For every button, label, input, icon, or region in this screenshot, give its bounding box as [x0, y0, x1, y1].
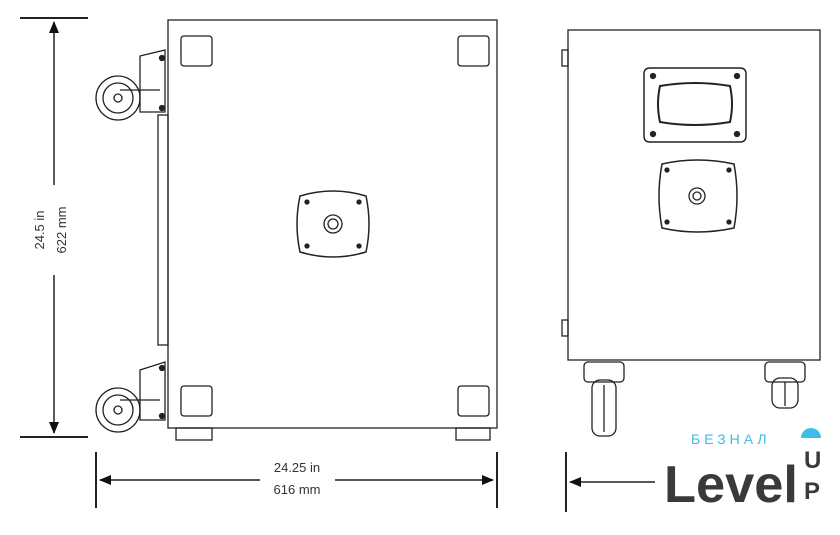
height-dimension: 24.5 in 622 mm	[20, 17, 88, 438]
mount-plate	[296, 190, 370, 258]
width-in-label: 24.25 in	[274, 460, 320, 475]
side-caster-left	[583, 361, 625, 437]
logo-main-text: Level	[664, 456, 798, 514]
logo-u: U	[804, 447, 821, 474]
logo-accent-dome	[801, 428, 821, 438]
levelup-logo: БЕЗНАЛ Level U P	[664, 428, 821, 514]
logo-small-text: БЕЗНАЛ	[691, 431, 771, 447]
width-dimension: 24.25 in 616 mm	[95, 452, 498, 508]
side-caster-right	[764, 361, 806, 409]
handle-plate	[643, 67, 747, 143]
front-view	[95, 19, 498, 441]
caster-top	[95, 49, 166, 121]
height-in-label: 24.5 in	[32, 210, 47, 249]
logo-p: P	[804, 478, 820, 505]
side-view	[561, 29, 821, 512]
width-mm-label: 616 mm	[274, 482, 321, 497]
height-mm-label: 622 mm	[54, 207, 69, 254]
caster-bottom	[95, 361, 166, 433]
side-mount-plate	[658, 159, 738, 233]
